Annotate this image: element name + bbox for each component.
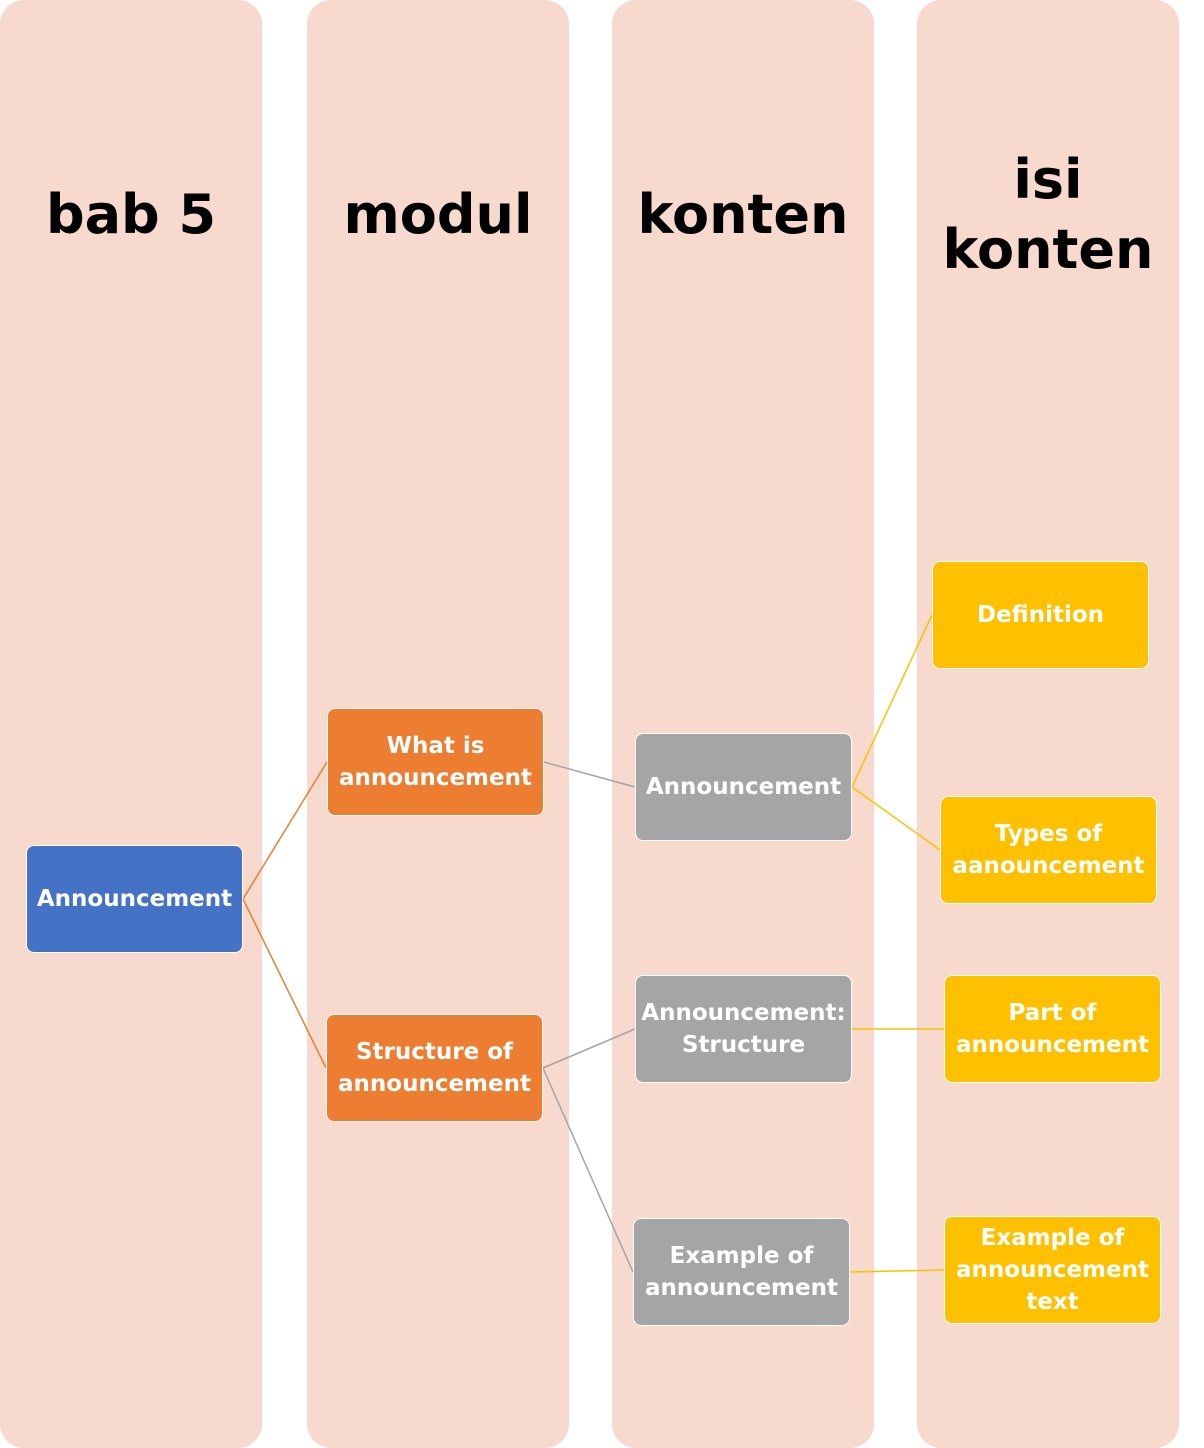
column-title-line2: konten xyxy=(942,218,1154,281)
link-modul2-konten2 xyxy=(542,1028,636,1069)
column-konten: konten xyxy=(612,0,874,1448)
node-konten-announcement[interactable]: Announcement xyxy=(635,733,852,841)
link-root-modul2 xyxy=(242,898,327,1069)
link-konten1-isi2 xyxy=(851,786,941,851)
node-root[interactable]: Announcement xyxy=(26,845,243,953)
node-modul-what-is[interactable]: What is announcement xyxy=(327,708,544,816)
link-konten3-isi4 xyxy=(849,1269,945,1273)
column-title-line1: isi xyxy=(1013,148,1083,211)
column-title: konten xyxy=(637,183,849,246)
node-isi-definition[interactable]: Definition xyxy=(932,561,1149,669)
node-modul-structure[interactable]: Structure of announcement xyxy=(326,1014,543,1122)
link-root-modul1 xyxy=(242,761,328,900)
column-title: bab 5 xyxy=(45,183,217,246)
node-konten-structure[interactable]: Announcement: Structure xyxy=(635,975,852,1083)
column-isi-konten: isi konten xyxy=(917,0,1179,1448)
link-konten1-isi1 xyxy=(851,614,933,788)
node-isi-example-text[interactable]: Example of announcement text xyxy=(944,1216,1161,1324)
column-bab: bab 5 xyxy=(0,0,262,1448)
node-isi-part[interactable]: Part of announcement xyxy=(944,975,1161,1083)
link-modul2-konten3 xyxy=(542,1067,634,1273)
node-konten-example[interactable]: Example of announcement xyxy=(633,1218,850,1326)
link-modul1-konten1 xyxy=(543,761,636,788)
column-title: modul xyxy=(343,183,533,246)
node-isi-types[interactable]: Types of aanouncement xyxy=(940,796,1157,904)
